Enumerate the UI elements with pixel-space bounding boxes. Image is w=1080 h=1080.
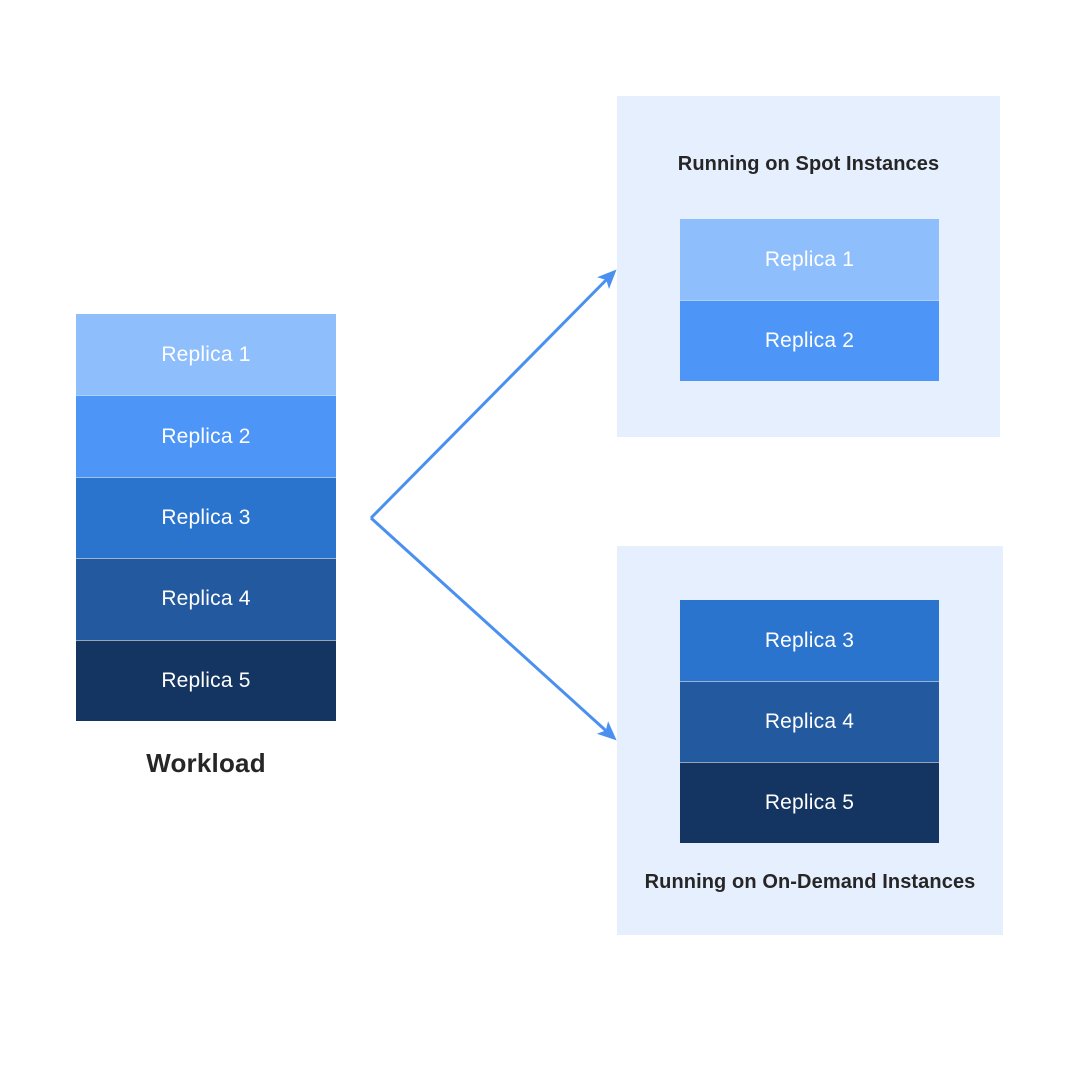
- workload-replica-1[interactable]: Replica 1: [76, 314, 336, 396]
- replica-label: Replica 1: [161, 342, 251, 366]
- panel-spot-stack: Replica 1 Replica 2: [680, 219, 939, 381]
- replica-label: Replica 5: [161, 668, 251, 692]
- workload-replica-4[interactable]: Replica 4: [76, 558, 336, 640]
- workload-replica-5[interactable]: Replica 5: [76, 639, 336, 721]
- arrow-to-spot: [369, 269, 617, 520]
- panel-spot-instances: Running on Spot Instances Replica 1 Repl…: [617, 96, 1000, 437]
- replica-label: Replica 1: [764, 247, 855, 271]
- workload-stack: Replica 1 Replica 2 Replica 3 Replica 4 …: [76, 314, 336, 721]
- replica-label: Replica 5: [764, 791, 855, 814]
- panel-spot-title: Running on Spot Instances: [677, 153, 940, 175]
- replica-label: Replica 4: [161, 587, 251, 611]
- replica-label: Replica 3: [764, 628, 855, 652]
- workload-replica-2[interactable]: Replica 2: [76, 395, 336, 477]
- ondemand-replica-4[interactable]: Replica 4: [680, 681, 939, 762]
- replica-label: Replica 3: [161, 505, 251, 529]
- workload-stack-group: Replica 1 Replica 2 Replica 3 Replica 4 …: [76, 314, 336, 721]
- replica-label: Replica 2: [161, 424, 251, 448]
- workload-caption: Workload: [146, 748, 266, 778]
- workload-replica-3[interactable]: Replica 3: [76, 476, 336, 559]
- spot-replica-1[interactable]: Replica 1: [680, 219, 939, 300]
- arrow-to-ondemand: [369, 516, 617, 741]
- ondemand-replica-5[interactable]: Replica 5: [680, 762, 939, 843]
- panel-on-demand-title: Running on On-Demand Instances: [644, 871, 976, 893]
- spot-replica-2[interactable]: Replica 2: [680, 300, 939, 381]
- replica-label: Replica 4: [764, 710, 855, 733]
- ondemand-replica-3[interactable]: Replica 3: [680, 600, 939, 681]
- panel-on-demand-instances: Replica 3 Replica 4 Replica 5 Running on…: [617, 546, 1003, 935]
- replica-label: Replica 2: [764, 329, 855, 352]
- panel-on-demand-stack: Replica 3 Replica 4 Replica 5: [680, 600, 939, 843]
